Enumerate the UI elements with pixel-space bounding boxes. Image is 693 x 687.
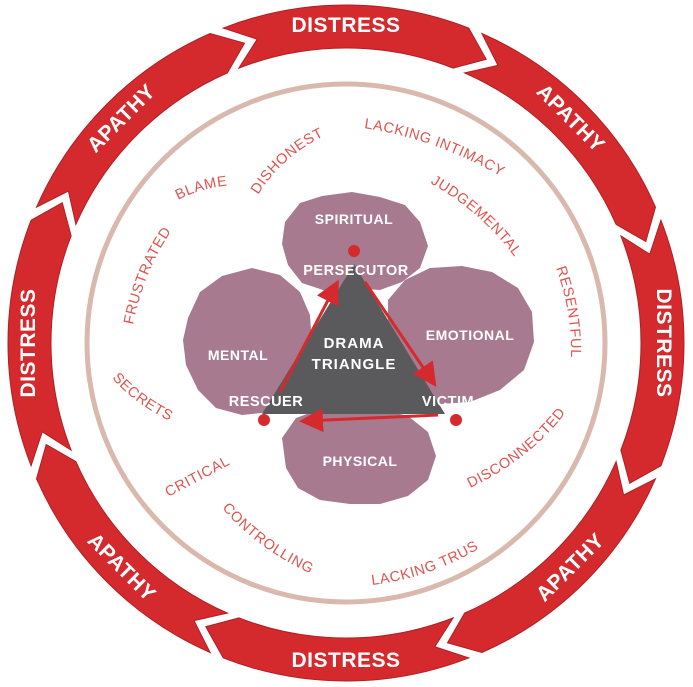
outer-ring: DISTRESSAPATHYDISTRESSAPATHYDISTRESSAPAT… (7, 4, 685, 682)
blob-spiritual (282, 192, 428, 291)
ring-label-distress-1: DISTRESS (291, 14, 400, 37)
drama-triangle (262, 264, 445, 414)
rescuer-dot (258, 414, 270, 426)
ring-label-distress-3: DISTRESS (652, 288, 675, 397)
triangle-title-line2: TRIANGLE (312, 356, 397, 373)
word-judgemental: JUDGEMENTAL (428, 173, 524, 260)
word-critical: CRITICAL (163, 453, 233, 500)
blob-label-spiritual: SPIRITUAL (315, 211, 393, 227)
inner-ring (84, 81, 608, 605)
triangle-title-line1: DRAMA (324, 335, 385, 352)
blob-label-mental: MENTAL (208, 347, 268, 363)
word-controlling: CONTROLLING (219, 500, 316, 577)
persecutor-dot (348, 245, 360, 257)
triangle-arrows (278, 279, 439, 433)
victim-dot (450, 414, 462, 426)
word-resentful: RESENTFUL (552, 264, 583, 358)
ring-segment-7 (7, 202, 73, 468)
role-victim: VICTIM (422, 394, 474, 410)
ring-segment-4 (446, 459, 657, 654)
word-blame: BLAME (173, 174, 228, 204)
arrow-persecutor-to-victim (363, 281, 437, 387)
ring-segment-2 (462, 32, 657, 243)
word-disconnected: DISCONNECTED (465, 405, 569, 492)
role-persecutor: PERSECUTOR (303, 263, 408, 279)
blob-mental (183, 268, 312, 415)
blob-label-emotional: EMOTIONAL (426, 327, 515, 343)
blob-label-physical: PHYSICAL (323, 453, 398, 469)
word-dishonest: DISHONEST (248, 125, 326, 197)
ring-segment-8 (35, 32, 246, 227)
ring-segment-3 (619, 218, 685, 484)
ring-segment-1 (221, 4, 487, 70)
word-secrets: SECRETS (109, 370, 175, 425)
ring-segment-6 (35, 443, 230, 654)
arrow-victim-to-rescuer (299, 408, 439, 433)
ring-segment-5 (205, 616, 471, 682)
ring-label-distress-7: DISTRESS (17, 288, 40, 397)
arrow-rescuer-to-persecutor (278, 279, 339, 393)
role-rescuer: RESCUER (229, 394, 303, 410)
ring-label-distress-5: DISTRESS (291, 649, 400, 672)
word-frustrated: FRUSTRATED (121, 224, 175, 326)
